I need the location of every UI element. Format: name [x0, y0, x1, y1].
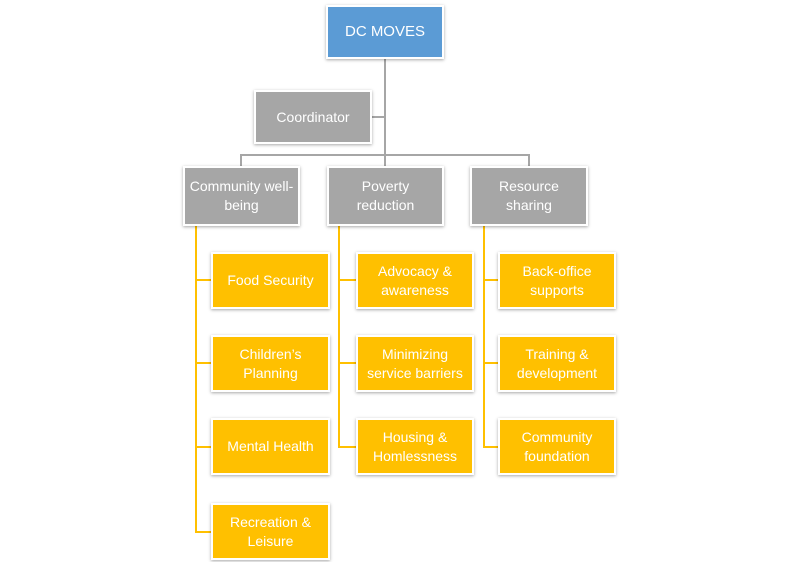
- node-dc-moves: DC MOVES: [326, 5, 444, 59]
- connector-drop-resource: [528, 154, 530, 166]
- node-coordinator: Coordinator: [254, 90, 372, 144]
- node-community-well-being: Community well-being: [183, 166, 300, 226]
- connector-col2-stub-2: [338, 362, 356, 364]
- connector-col1-stub-3: [195, 446, 211, 448]
- connector-col3-stub-2: [483, 362, 498, 364]
- connector-col2-trunk: [338, 226, 340, 448]
- node-resource-sharing: Resource sharing: [470, 166, 588, 226]
- node-training-development: Training & development: [498, 335, 616, 392]
- node-food-security: Food Security: [211, 252, 330, 309]
- connector-drop-community: [240, 154, 242, 166]
- node-recreation-leisure: Recreation & Leisure: [211, 503, 330, 560]
- connector-col3-trunk: [483, 226, 485, 448]
- node-childrens-planning: Children’s Planning: [211, 335, 330, 392]
- node-minimizing-service-barriers: Minimizing service barriers: [356, 335, 474, 392]
- connector-col1-stub-2: [195, 362, 211, 364]
- node-back-office-supports: Back-office supports: [498, 252, 616, 309]
- connector-col1-stub-4: [195, 531, 211, 533]
- connector-root-trunk: [384, 59, 386, 166]
- connector-coordinator-stub: [370, 116, 384, 118]
- connector-col1-trunk: [195, 226, 197, 533]
- connector-col2-stub-3: [338, 446, 356, 448]
- connector-col2-stub-1: [338, 279, 356, 281]
- connector-col3-stub-1: [483, 279, 498, 281]
- node-housing-homelessness: Housing & Homlessness: [356, 418, 474, 475]
- node-community-foundation: Community foundation: [498, 418, 616, 475]
- connector-col1-stub-1: [195, 279, 211, 281]
- connector-branches-crossbar: [240, 154, 530, 156]
- node-poverty-reduction: Poverty reduction: [327, 166, 444, 226]
- node-mental-health: Mental Health: [211, 418, 330, 475]
- connector-col3-stub-3: [483, 446, 498, 448]
- node-advocacy-awareness: Advocacy & awareness: [356, 252, 474, 309]
